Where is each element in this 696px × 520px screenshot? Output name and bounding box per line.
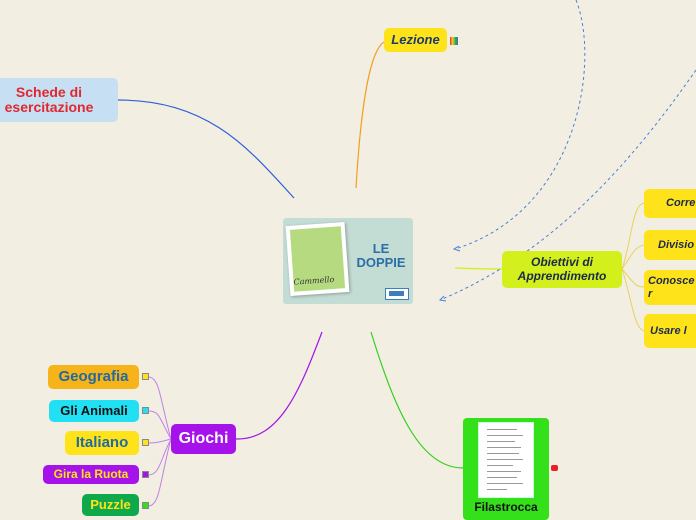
dashed-link-1	[454, 0, 586, 250]
filastrocca-label: Filastrocca	[474, 500, 538, 514]
node-filastrocca[interactable]: Filastrocca	[463, 418, 549, 520]
node-obiettivo-4[interactable]: Usare l	[644, 314, 696, 348]
node-obiettivo-3[interactable]: Conosce delle r	[644, 270, 696, 305]
link-schede	[117, 99, 295, 199]
central-title-line2: DOPPIE	[356, 255, 406, 271]
node-obiettivo-1[interactable]: Corre	[644, 189, 696, 218]
node-gli-animali[interactable]: Gli Animali	[49, 400, 139, 422]
central-topic-image[interactable]: Cammello LE DOPPIE	[283, 218, 413, 304]
central-title-line1: LE	[372, 241, 390, 256]
link-obiettivi	[454, 267, 503, 270]
link-obiettivi-sub4	[621, 268, 645, 332]
logo-badge	[385, 288, 409, 300]
link-giochi-ruota	[148, 438, 172, 476]
link-obiettivi-sub2	[621, 244, 645, 270]
node-giochi[interactable]: Giochi	[171, 424, 236, 454]
node-obiettivo-2[interactable]: Divisio	[644, 230, 696, 260]
link-obiettivi-sub1	[621, 202, 645, 270]
link-giochi-puzzle	[148, 438, 172, 507]
link-lezione	[355, 41, 385, 189]
node-lezione[interactable]: Lezione	[384, 28, 447, 52]
dashed-arrow-1	[452, 245, 461, 252]
central-title: LE DOPPIE	[353, 241, 409, 271]
node-gira-la-ruota[interactable]: Gira la Ruota	[43, 465, 139, 484]
link-obiettivi-sub3	[621, 268, 645, 288]
link-filastrocca	[370, 331, 464, 469]
link-giochi-ital	[148, 438, 172, 444]
external-link-icon[interactable]	[142, 471, 149, 478]
link-giochi-geo	[148, 376, 172, 440]
dashed-arrow-2	[438, 295, 447, 302]
external-link-icon[interactable]	[142, 407, 149, 414]
node-schede-di-esercitazione[interactable]: Schede di esercitazione	[0, 78, 118, 122]
external-link-icon[interactable]	[142, 439, 149, 446]
node-obiettivi-di-apprendimento[interactable]: Obiettivi di Apprendimento	[502, 251, 622, 288]
node-puzzle[interactable]: Puzzle	[82, 494, 139, 516]
external-link-icon[interactable]	[142, 502, 149, 509]
youtube-icon[interactable]	[551, 465, 558, 471]
node-geografia[interactable]: Geografia	[48, 365, 139, 389]
link-giochi	[235, 331, 323, 440]
image-icon[interactable]	[450, 37, 458, 45]
dashed-link-2	[439, 69, 696, 301]
link-giochi-anim	[148, 410, 172, 440]
external-link-icon[interactable]	[142, 373, 149, 380]
photo-card: Cammello	[285, 222, 350, 296]
node-italiano[interactable]: Italiano	[65, 431, 139, 455]
poem-thumbnail	[478, 422, 534, 498]
